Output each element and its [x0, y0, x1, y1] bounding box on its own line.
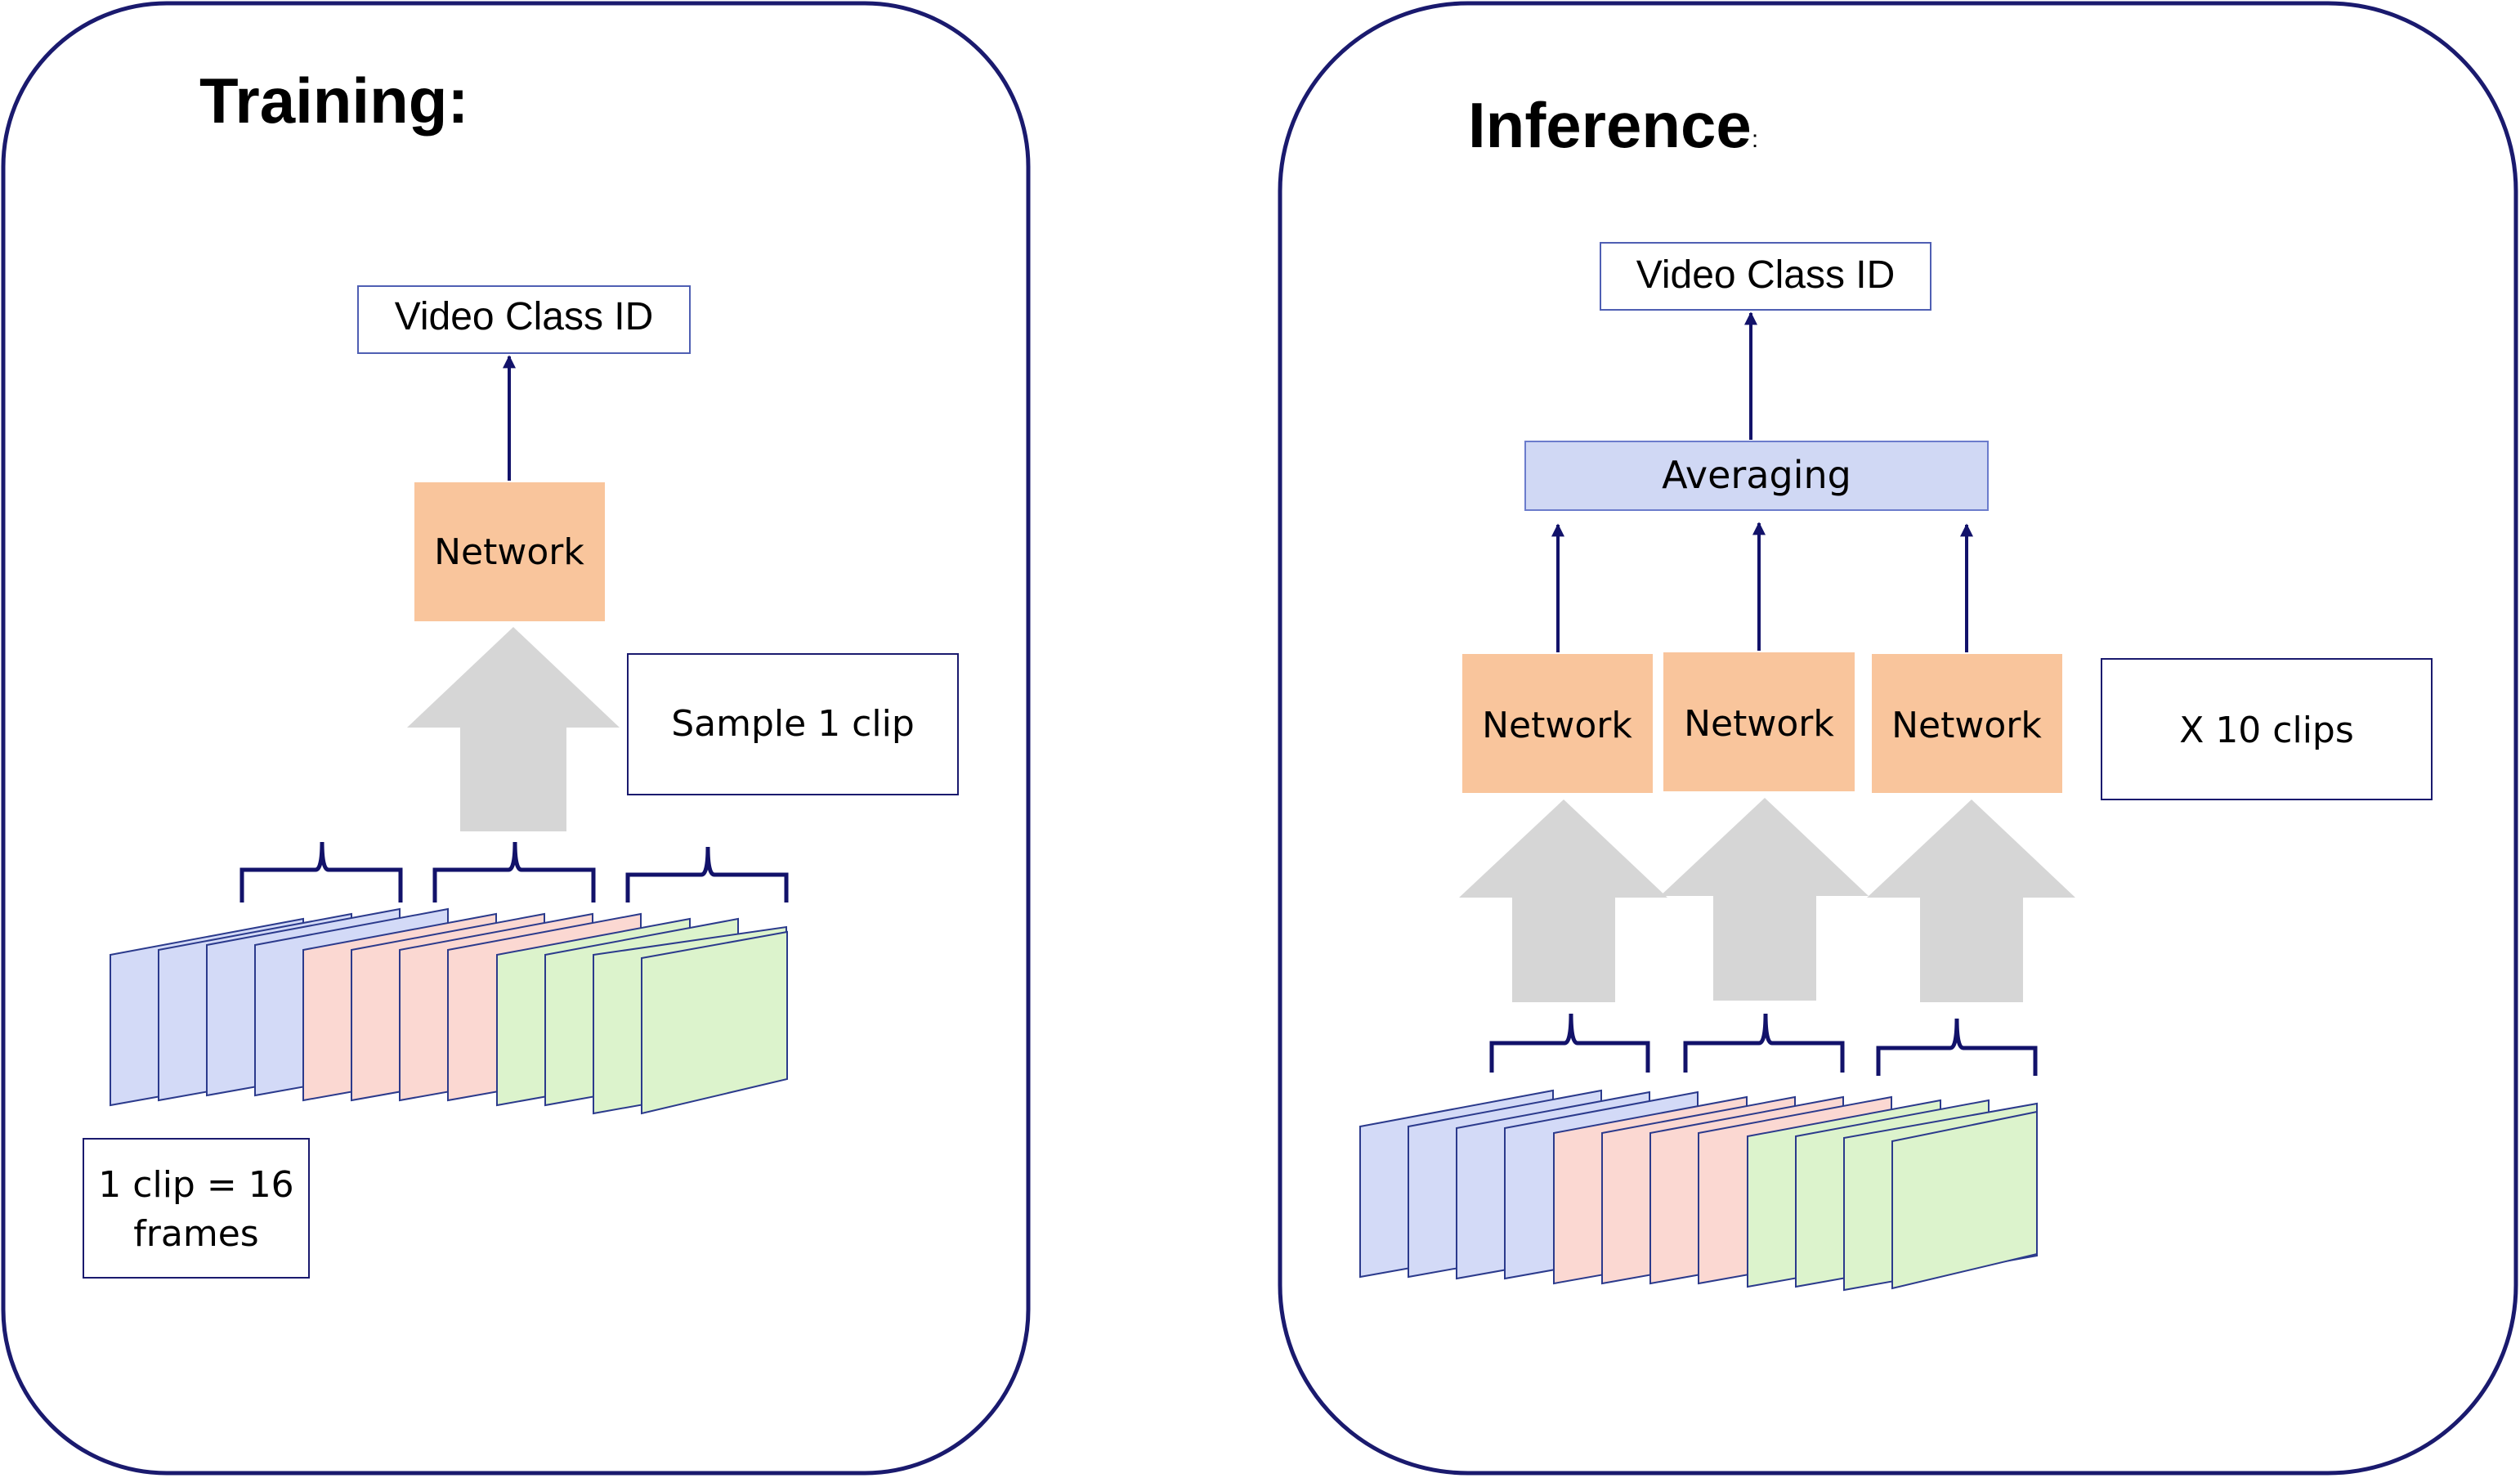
inference-output-label: Video Class ID [1636, 253, 1896, 297]
training-panel: Training: Video Class ID Network Sample … [1, 1, 1031, 1476]
inference-clips-label: X 10 clips [2179, 710, 2354, 751]
inference-network-label-2: Network [1684, 703, 1834, 745]
training-frames [110, 907, 788, 1115]
training-network-box [414, 482, 605, 621]
inference-title-text: Inference [1468, 89, 1752, 161]
training-brace-1 [239, 841, 403, 902]
inference-clips-box [2101, 658, 2433, 800]
inference-frames [1359, 1089, 2038, 1292]
inference-panel: Inference: Video Class ID Averaging Netw… [1278, 1, 2518, 1476]
inference-network-box-3 [1872, 654, 2062, 793]
inference-output-box [1600, 242, 1931, 311]
inference-averaging-box [1524, 441, 1989, 511]
training-frame [641, 930, 788, 1115]
training-brace-2 [432, 841, 596, 902]
inference-averaging-label: Averaging [1662, 453, 1851, 497]
training-sample-box [627, 653, 959, 795]
inference-sample-arrow-1 [1459, 799, 1667, 1002]
inference-title: Inference: [1468, 89, 1758, 161]
inference-title-colon: : [1752, 126, 1758, 153]
training-clip-note-line2: frames [133, 1213, 258, 1255]
training-clip-note-line1: 1 clip = 16 [98, 1164, 293, 1206]
training-sample-label: Sample 1 clip [671, 703, 915, 745]
inference-brace-2 [1683, 1013, 1845, 1073]
inference-network-label-3: Network [1891, 705, 2042, 746]
training-brace-3 [625, 846, 789, 902]
inference-brace-3 [1876, 1018, 2038, 1076]
inference-brace-1 [1489, 1013, 1650, 1073]
inference-frame [1891, 1110, 2038, 1290]
training-output-box [357, 285, 691, 354]
training-clip-note-box [83, 1138, 310, 1279]
inference-sample-arrow-2 [1660, 798, 1869, 1001]
inference-network-box-2 [1663, 652, 1855, 791]
inference-sample-arrow-3 [1867, 799, 2075, 1002]
training-output-label: Video Class ID [395, 295, 654, 338]
inference-network-box-1 [1462, 654, 1653, 793]
training-title: Training: [199, 65, 468, 137]
inference-network-label-1: Network [1482, 705, 1632, 746]
training-sample-arrow [407, 627, 620, 831]
training-network-label: Network [434, 531, 584, 573]
